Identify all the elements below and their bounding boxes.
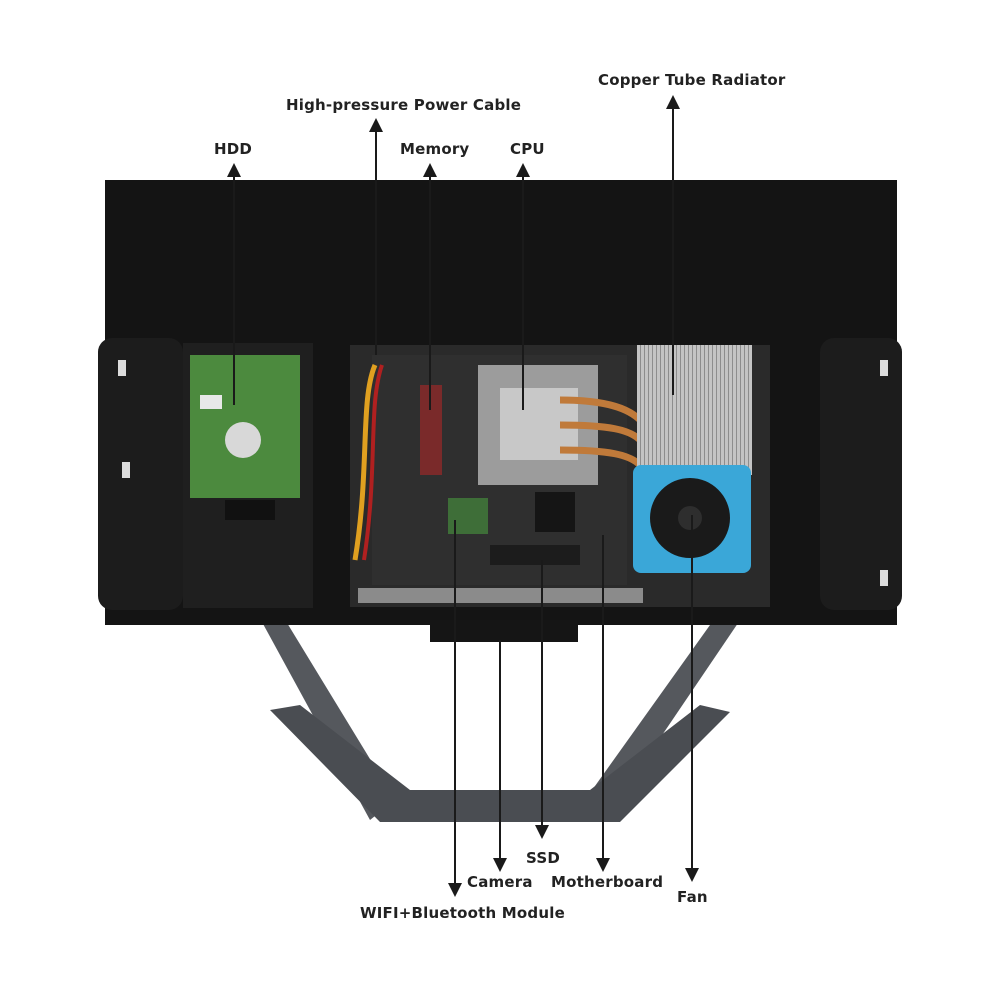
clip-right-2 (880, 570, 888, 586)
fan-hub (678, 506, 702, 530)
left-side-panel (98, 338, 183, 610)
ssd-card (490, 545, 580, 565)
wifi-bt-label: WIFI+Bluetooth Module (360, 904, 565, 922)
copper-tube-radiator (637, 345, 752, 475)
camera-label: Camera (467, 873, 533, 891)
radiator-label: Copper Tube Radiator (598, 71, 786, 89)
right-side-panel (820, 338, 902, 610)
hdd-label-disc (225, 422, 261, 458)
cpu-label: CPU (510, 140, 545, 158)
power-cable-label: High-pressure Power Cable (286, 96, 521, 114)
clip-left-1 (118, 360, 126, 376)
clip-right-1 (880, 360, 888, 376)
hdd-component (190, 355, 300, 520)
ssd-label: SSD (526, 849, 560, 867)
camera-bracket (430, 620, 578, 642)
motherboard-component (358, 355, 643, 603)
motherboard-io-shield (358, 588, 643, 603)
clip-left-2 (122, 462, 130, 478)
motherboard-label: Motherboard (551, 873, 663, 891)
chipset-heatsink (535, 492, 575, 532)
fan-label: Fan (677, 888, 708, 906)
hdd-connector (225, 500, 275, 520)
hdd-label: HDD (214, 140, 252, 158)
memory-label: Memory (400, 140, 469, 158)
hdd-sticker (200, 395, 222, 409)
